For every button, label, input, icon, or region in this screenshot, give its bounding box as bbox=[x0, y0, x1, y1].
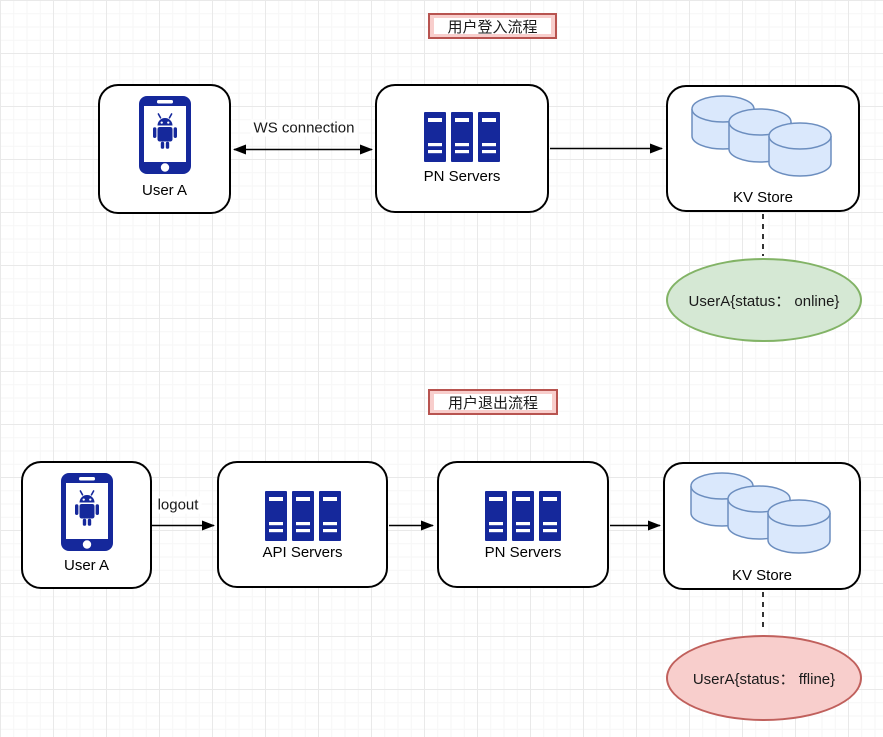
logout-flow-title-box[interactable]: 用户退出流程 bbox=[428, 389, 558, 415]
node-label: API Servers bbox=[262, 544, 343, 561]
node-label: KV Store bbox=[732, 189, 794, 206]
status-offline-text: UserA{status： ffline} bbox=[692, 670, 836, 688]
node-label: PN Servers bbox=[484, 544, 562, 561]
status-online-text: UserA{status： online} bbox=[688, 292, 840, 310]
login-flow-title-box[interactable]: 用户登入流程 bbox=[428, 13, 557, 39]
smartphone-android-icon bbox=[138, 96, 191, 174]
node-label: User A bbox=[63, 557, 109, 574]
node-pn-servers-login[interactable]: PN Servers bbox=[375, 84, 549, 213]
node-label: PN Servers bbox=[423, 168, 501, 185]
server-rack-icon bbox=[485, 491, 561, 541]
node-label: User A bbox=[141, 182, 187, 199]
status-online-ellipse[interactable]: UserA{status： online} bbox=[666, 258, 862, 342]
login-flow-title: 用户登入流程 bbox=[434, 18, 551, 36]
database-cylinders-icon bbox=[690, 472, 831, 554]
smartphone-android-icon bbox=[60, 473, 113, 551]
logout-flow-title: 用户退出流程 bbox=[434, 394, 552, 412]
node-api-servers-logout[interactable]: API Servers bbox=[217, 461, 388, 588]
database-cylinders-icon bbox=[691, 95, 832, 177]
ws-connection-label: WS connection bbox=[250, 119, 358, 137]
server-rack-icon bbox=[424, 112, 500, 162]
logout-label: logout bbox=[154, 496, 202, 514]
node-kv-store-logout[interactable]: KV Store bbox=[663, 462, 861, 590]
node-label: KV Store bbox=[731, 567, 793, 584]
status-offline-ellipse[interactable]: UserA{status： ffline} bbox=[666, 635, 862, 721]
node-user-a-logout[interactable]: User A bbox=[21, 461, 152, 589]
node-pn-servers-logout[interactable]: PN Servers bbox=[437, 461, 609, 588]
server-rack-icon bbox=[264, 491, 341, 541]
node-user-a-login[interactable]: User A bbox=[98, 84, 231, 214]
node-kv-store-login[interactable]: KV Store bbox=[666, 85, 860, 212]
